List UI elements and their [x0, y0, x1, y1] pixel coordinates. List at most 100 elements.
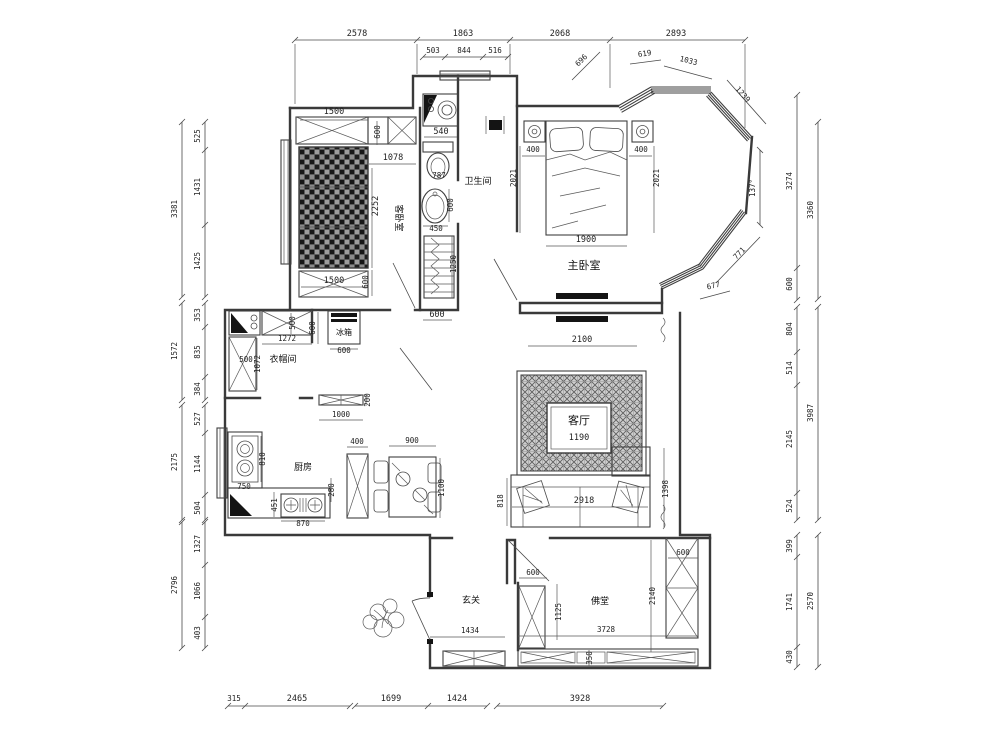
dim-ri-5: 524: [785, 499, 794, 513]
dining-table-icon: [373, 456, 442, 518]
dim-stand-left: 400: [526, 145, 540, 154]
dim-cab-top: 600: [526, 568, 540, 577]
window-kitchen-left: [216, 427, 228, 499]
dim-stove: 870: [296, 519, 310, 528]
dim-lo-1: 1572: [170, 342, 179, 360]
dim-ri-3: 514: [785, 361, 794, 375]
dim-sill: 350: [585, 651, 594, 665]
dim-chain-angled: 696 619 1033 1239 137° 771 677: [571, 48, 767, 300]
dim-sink: 750: [237, 482, 251, 491]
dim-li-1: 1431: [193, 178, 202, 196]
dim-li-5: 384: [193, 382, 202, 396]
dim-li-7: 1144: [193, 454, 202, 473]
dim-677: 677: [706, 280, 721, 292]
sink-icon: [231, 435, 259, 483]
dim-b-1: 2465: [287, 694, 307, 704]
dim-li-8: 504: [193, 501, 202, 515]
dim-guest-bottom-side: 600: [361, 275, 370, 289]
dim-stove-h: 451: [270, 498, 279, 512]
dim-1239: 1239: [733, 85, 752, 104]
dim-ro-0: 3360: [806, 200, 815, 219]
dim-bath-door: 600: [429, 310, 444, 320]
exterior-walls: [223, 74, 712, 670]
dim-bed-width: 1900: [576, 235, 596, 245]
dim-li-11: 403: [193, 626, 202, 640]
radiator-icon: [423, 235, 455, 299]
stove-icon: [280, 493, 326, 518]
dim-basin-h: 600: [446, 198, 455, 212]
dim-sofa-depth: 818: [496, 494, 505, 508]
dim-chain-bottom: 315 2465 1699 1424 3928: [224, 694, 667, 710]
side-table-icon: [611, 446, 651, 477]
dim-bench-d: 200: [363, 393, 372, 407]
master-bedroom-label: 主卧室: [568, 258, 601, 272]
dim-guest-top: 1500: [324, 107, 344, 117]
dim-topsub-0: 503: [426, 46, 440, 55]
guest-bedroom-label: 客卧室: [393, 204, 405, 231]
closet: 1272 500 500 1072 衣帽间 冰箱 600 600 1000 20…: [228, 310, 372, 421]
master-bedroom: 400 400 2021 2021 1900 2100 主卧室: [509, 120, 666, 530]
dim-lo-2: 2175: [170, 453, 179, 471]
closet-label: 衣帽间: [269, 353, 296, 365]
door-stop-icon: [489, 120, 502, 130]
dim-696: 696: [573, 52, 589, 68]
windows: [216, 70, 754, 499]
dim-cab-r: 600: [676, 548, 690, 557]
dim-basin: 450: [429, 224, 443, 233]
dim-619: 619: [637, 48, 652, 59]
dim-b-4: 3928: [570, 694, 590, 704]
entry-door: [362, 592, 433, 644]
dim-closet-left-h: 1072: [253, 355, 262, 373]
living-room: 客厅 1190 818 2918 1398: [496, 370, 670, 528]
dim-li-0: 525: [193, 129, 202, 143]
dim-li-3: 353: [193, 308, 202, 322]
nightstand-left-icon: [523, 120, 546, 143]
washing-machine-icon: [422, 93, 459, 127]
dim-lo-0: 3381: [170, 200, 179, 218]
dim-top-3: 2893: [666, 29, 686, 39]
door-swings: [392, 258, 550, 582]
entry-label: 玄关: [462, 594, 480, 606]
tv-shelf-lower: [556, 316, 608, 322]
kitchen-label: 厨房: [294, 461, 312, 473]
dim-stand-right: 400: [634, 145, 648, 154]
dim-radiator: 1250: [449, 254, 458, 273]
sofa-icon: [510, 474, 651, 528]
dim-closet-left: 500: [239, 355, 253, 364]
dim-1033: 1033: [679, 54, 699, 67]
fridge-icon: 冰箱: [327, 310, 361, 345]
dim-side: 1398: [661, 479, 670, 498]
tv-shelf-upper: [556, 293, 608, 299]
dim-master-left: 2021: [509, 169, 518, 187]
south-rooms: 1434 600 1125 3728 2140 600 350 玄关 佛堂: [430, 537, 699, 667]
dim-b-3: 1424: [447, 694, 467, 704]
curtain-icon: [660, 317, 666, 530]
dim-ri-6: 399: [785, 539, 794, 553]
dim-cab: 400: [350, 437, 364, 446]
fridge-label: 冰箱: [336, 327, 352, 337]
dim-closet-top-side: 500: [288, 316, 297, 330]
dim-south-height: 2140: [648, 586, 657, 605]
dim-chain-right: 3274 600 804 514 2145 524 399 1741 430 3…: [785, 91, 822, 671]
dim-guest-bottom: 1500: [324, 276, 344, 286]
tall-cabinet-icon: [346, 453, 369, 519]
dim-bench: 1000: [332, 410, 351, 419]
bay-window: [617, 86, 754, 290]
dim-li-9: 1327: [193, 535, 202, 553]
toilet-icon: [422, 141, 454, 180]
dim-guest-top-side: 600: [373, 125, 382, 139]
dim-topsub-2: 516: [488, 46, 502, 55]
coffee-table-icon: [546, 402, 612, 454]
dim-b-2: 1699: [381, 694, 401, 704]
dim-washer: 540: [433, 127, 448, 137]
dim-cab-h: 1125: [554, 603, 563, 621]
bathroom-label: 卫生间: [464, 175, 491, 187]
dim-master-right: 2021: [652, 169, 661, 187]
master-bed-icon: [545, 120, 628, 236]
living-room-label: 客厅: [568, 413, 590, 427]
side-room-label: 佛堂: [591, 595, 609, 607]
dim-entry: 1434: [461, 626, 480, 635]
dim-ri-0: 3274: [785, 171, 794, 190]
